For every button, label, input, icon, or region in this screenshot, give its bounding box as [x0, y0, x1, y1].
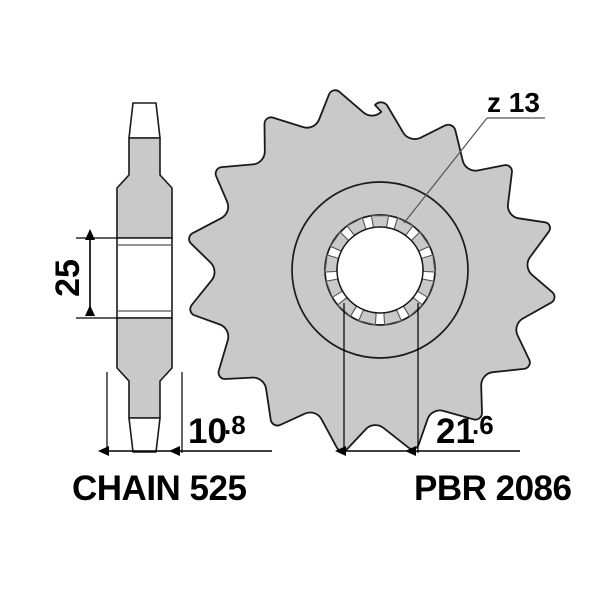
callout-teeth-count: z 13: [403, 87, 545, 224]
dimension-label-10-8-integer: 10: [188, 412, 227, 451]
side-tooth-tip-top: [128, 102, 161, 139]
spline-tooth: [370, 215, 390, 228]
callout-label-z13: z 13: [487, 87, 540, 118]
dimension-tooth-width-10-8: 10 .8: [98, 372, 272, 456]
spline-bore-inner: [336, 226, 424, 314]
dimension-label-21-6-integer: 21: [436, 412, 475, 451]
dimension-label-10-8-decimal: .8: [224, 410, 246, 440]
callout-leader-diagonal: [403, 117, 488, 224]
side-shaft-top: [116, 137, 173, 239]
dimension-hub-width-25: 25: [49, 229, 117, 319]
hub-boss-circle: [291, 181, 469, 359]
dimension-label-21-6-decimal: .6: [472, 410, 494, 440]
caption-chain: CHAIN 525: [72, 469, 246, 508]
side-tooth-tip-bottom: [128, 417, 161, 453]
side-hub-body: [116, 237, 173, 319]
front-sprocket-view: [188, 89, 556, 452]
dimension-root-width-21-6: 21 .6: [335, 303, 520, 456]
side-profile-view: [116, 102, 173, 453]
caption-pbr: PBR 2086: [414, 469, 572, 508]
side-shaft-bottom: [116, 317, 173, 419]
dimension-label-25: 25: [49, 259, 87, 297]
